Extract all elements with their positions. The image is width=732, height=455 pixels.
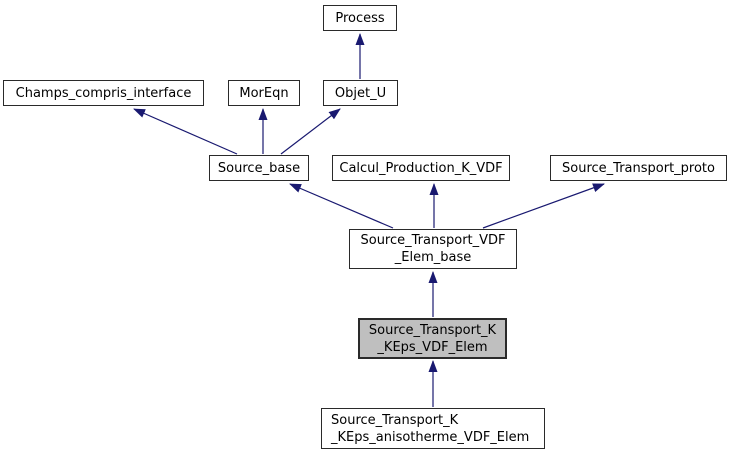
- node-source-transport-k-keps-anisotherme-vdf-elem[interactable]: Source_Transport_K _KEps_anisotherme_VDF…: [321, 408, 545, 449]
- edge-Source_Transport_VDF_Elem_base-to-Source_Transport_proto: [482, 183, 605, 229]
- node-source-transport-vdf-elem-base[interactable]: Source_Transport_VDF _Elem_base: [349, 229, 517, 269]
- edge-Source_Transport_VDF_Elem_base-to-Source_base: [289, 183, 394, 229]
- node-label: MorEqn: [239, 85, 289, 101]
- node-label: Source_Transport_K: [368, 322, 497, 338]
- node-label: _KEps_VDF_Elem: [377, 339, 488, 355]
- node-label: _Elem_base: [394, 250, 472, 265]
- node-label: Source_Transport_VDF: [360, 233, 506, 248]
- node-source-transport-k-keps-vdf-elem: Source_Transport_K _KEps_VDF_Elem: [358, 318, 507, 359]
- node-label: Objet_U: [334, 85, 387, 101]
- node-source-transport-proto[interactable]: Source_Transport_proto: [550, 155, 727, 181]
- node-label: Process: [335, 10, 385, 26]
- node-label: _KEps_anisotherme_VDF_Elem: [331, 429, 530, 445]
- node-source-base[interactable]: Source_base: [209, 155, 309, 181]
- node-champs-compris-interface[interactable]: Champs_compris_interface: [3, 80, 204, 106]
- node-label: Source_Transport_K: [331, 412, 459, 428]
- node-process[interactable]: Process: [323, 5, 397, 31]
- node-label: Champs_compris_interface: [15, 85, 192, 101]
- node-objet-u[interactable]: Objet_U: [323, 80, 398, 106]
- node-label: Source_Transport_proto: [562, 160, 715, 176]
- edge-Source_base-to-Champs_compris_interface: [133, 108, 238, 155]
- edge-Source_base-to-Objet_U: [280, 108, 341, 155]
- node-label: Source_base: [217, 160, 301, 176]
- node-label: Calcul_Production_K_VDF: [339, 160, 503, 176]
- node-calcul-production-k-vdf[interactable]: Calcul_Production_K_VDF: [332, 155, 510, 181]
- node-moreqn[interactable]: MorEqn: [228, 80, 300, 106]
